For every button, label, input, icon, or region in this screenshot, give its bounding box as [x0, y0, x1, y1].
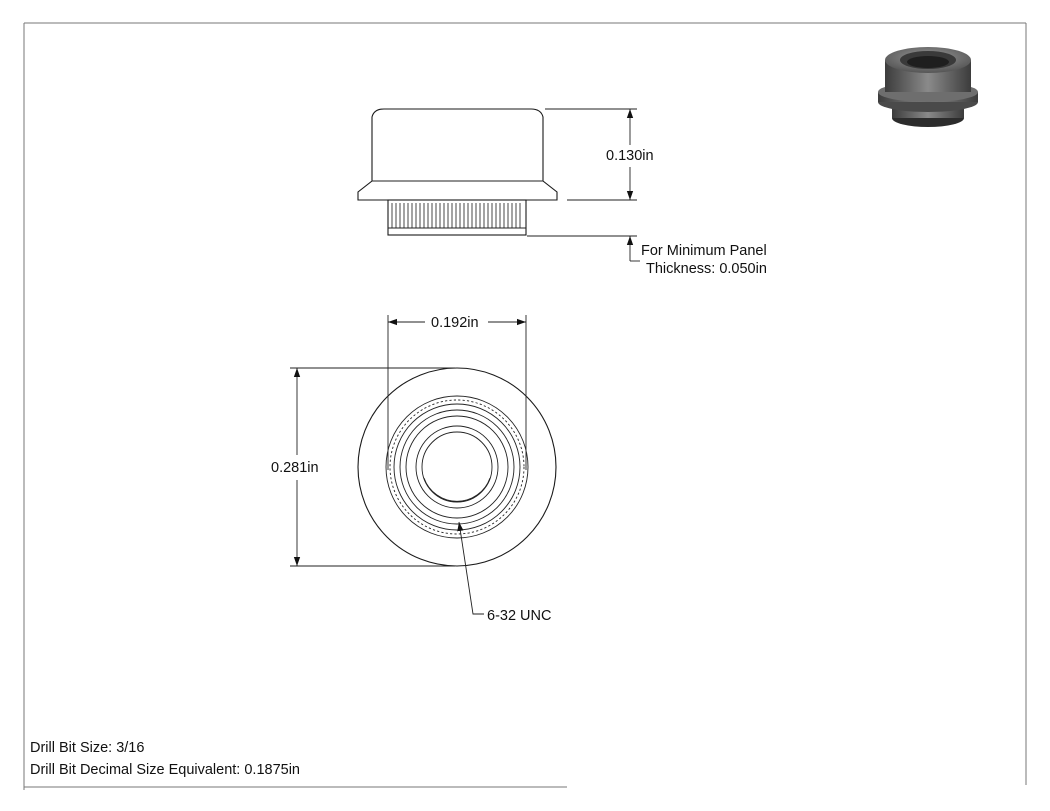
bore-circle [421, 431, 493, 503]
height-dimension-label: 0.130in [606, 148, 654, 164]
self-clinching-nut-3d-icon [878, 47, 978, 127]
drill-bit-size-note: Drill Bit Size: 3/16 [30, 740, 145, 756]
height-dimension: 0.130in [545, 108, 654, 201]
shank-diameter-dimension: 0.192in [387, 315, 527, 470]
flange-circle [357, 367, 557, 567]
panel-note-line1: For Minimum Panel [641, 243, 767, 259]
drill-bit-decimal-note: Drill Bit Decimal Size Equivalent: 0.187… [30, 762, 300, 778]
panel-note-line2: Thickness: 0.050in [646, 261, 767, 277]
knurled-shank [387, 199, 527, 236]
nut-head-outline [357, 108, 558, 201]
flange-diameter-label: 0.281in [271, 460, 319, 476]
panel-thickness-callout: For Minimum Panel Thickness: 0.050in [527, 235, 767, 277]
shank-diameter-label: 0.192in [431, 315, 479, 331]
thread-label: 6-32 UNC [487, 608, 551, 624]
thread-minor-circle [415, 425, 499, 509]
top-view: 0.192in 0.281in 6-32 UNC [271, 315, 557, 624]
thread-callout: 6-32 UNC [457, 521, 551, 624]
flange-diameter-dimension: 0.281in [271, 367, 455, 567]
sheet-border [23, 22, 1027, 790]
knurl-ring [389, 399, 525, 535]
side-view: 0.130in For Minimum Panel Thickness: 0.0… [357, 108, 767, 277]
knurl-lines [391, 203, 521, 228]
